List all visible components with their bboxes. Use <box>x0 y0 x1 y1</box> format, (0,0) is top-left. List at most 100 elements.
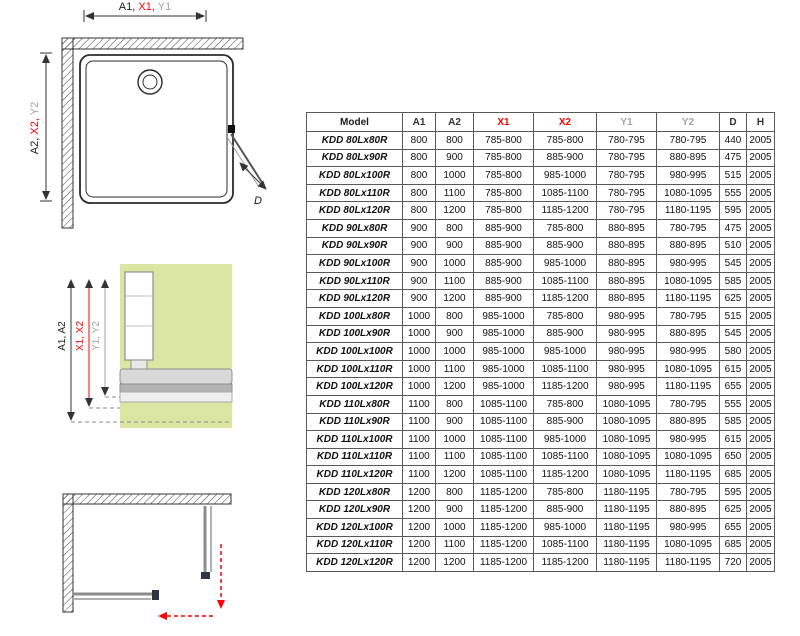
value-cell: 785-800 <box>533 394 597 414</box>
model-cell: KDD 110Lx120R <box>306 465 403 484</box>
corner-schematic-diagram <box>62 493 232 620</box>
value-cell: 980-995 <box>596 324 657 344</box>
value-cell: 885-900 <box>533 412 597 432</box>
value-cell: 880-895 <box>656 148 720 168</box>
value-cell: 900 <box>435 412 474 432</box>
value-cell: 2005 <box>746 131 775 150</box>
value-cell: 900 <box>435 236 474 256</box>
value-cell: 580 <box>719 342 747 361</box>
value-cell: 980-995 <box>596 342 657 361</box>
value-cell: 785-800 <box>533 306 597 326</box>
value-cell: 985-1000 <box>473 359 534 379</box>
column-header-d: D <box>719 112 747 132</box>
value-cell: 685 <box>719 465 747 484</box>
value-cell: 980-995 <box>656 430 720 449</box>
model-cell: KDD 90Lx80R <box>306 218 403 238</box>
value-cell: 880-895 <box>656 236 720 256</box>
value-cell: 780-795 <box>596 183 657 203</box>
value-cell: 615 <box>719 359 747 379</box>
value-cell: 595 <box>719 482 747 502</box>
value-cell: 980-995 <box>596 359 657 379</box>
value-cell: 800 <box>435 218 474 238</box>
value-cell: 1080-1095 <box>656 535 720 555</box>
value-cell: 625 <box>719 289 747 308</box>
value-cell: 880-895 <box>656 412 720 432</box>
value-cell: 880-895 <box>656 500 720 520</box>
value-cell: 2005 <box>746 430 775 449</box>
value-cell: 985-1000 <box>533 166 597 185</box>
value-cell: 585 <box>719 271 747 291</box>
wall-left <box>61 37 74 229</box>
value-cell: 1180-1195 <box>596 500 657 520</box>
sliding-door-horizontal <box>73 590 159 600</box>
value-cell: 585 <box>719 412 747 432</box>
value-cell: 1100 <box>402 430 436 449</box>
value-cell: 2005 <box>746 271 775 291</box>
value-cell: 1180-1195 <box>596 482 657 502</box>
value-cell: 1185-1200 <box>473 482 534 502</box>
value-cell: 900 <box>435 148 474 168</box>
value-cell: 1180-1195 <box>596 518 657 537</box>
value-cell: 2005 <box>746 465 775 484</box>
value-cell: 785-800 <box>533 218 597 238</box>
value-cell: 1200 <box>435 201 474 220</box>
value-cell: 2005 <box>746 148 775 168</box>
value-cell: 1000 <box>435 430 474 449</box>
top-horizontal-dimension: A1, X1, Y1 <box>83 1 207 22</box>
sliding-door-vertical <box>201 506 212 579</box>
value-cell: 780-795 <box>596 201 657 220</box>
dimension-label-a2x2y2: A2, X2, Y2 <box>29 102 41 154</box>
value-cell: 780-795 <box>656 218 720 238</box>
value-cell: 800 <box>402 148 436 168</box>
schematic-wall-top <box>62 493 232 505</box>
value-cell: 1000 <box>435 518 474 537</box>
section-label-a1a2: A1, A2 <box>57 321 68 351</box>
column-header-x2: X2 <box>533 112 597 132</box>
value-cell: 1000 <box>402 342 436 361</box>
value-cell: 2005 <box>746 201 775 220</box>
handle-icon-horizontal <box>152 590 159 600</box>
value-cell: 880-895 <box>596 254 657 273</box>
model-cell: KDD 120Lx110R <box>306 535 403 555</box>
value-cell: 1200 <box>402 500 436 520</box>
value-cell: 1085-1100 <box>473 465 534 484</box>
value-cell: 1080-1095 <box>596 465 657 484</box>
value-cell: 655 <box>719 377 747 396</box>
value-cell: 985-1000 <box>473 342 534 361</box>
value-cell: 2005 <box>746 254 775 273</box>
value-cell: 980-995 <box>656 342 720 361</box>
slide-direction-arrows <box>158 544 225 620</box>
value-cell: 1085-1100 <box>533 447 597 467</box>
value-cell: 1200 <box>435 289 474 308</box>
value-cell: 1080-1095 <box>656 359 720 379</box>
value-cell: 985-1000 <box>473 324 534 344</box>
model-cell: KDD 100Lx120R <box>306 377 403 396</box>
value-cell: 555 <box>719 183 747 203</box>
model-cell: KDD 80Lx100R <box>306 166 403 185</box>
value-cell: 780-795 <box>656 482 720 502</box>
value-cell: 1180-1195 <box>656 289 720 308</box>
model-cell: KDD 110Lx90R <box>306 412 403 432</box>
value-cell: 1200 <box>402 518 436 537</box>
value-cell: 2005 <box>746 394 775 414</box>
value-cell: 880-895 <box>656 324 720 344</box>
value-cell: 2005 <box>746 482 775 502</box>
value-cell: 785-800 <box>473 131 534 150</box>
section-dimensions: A1, A2 X1, X2 Y1, Y2 <box>57 279 232 423</box>
